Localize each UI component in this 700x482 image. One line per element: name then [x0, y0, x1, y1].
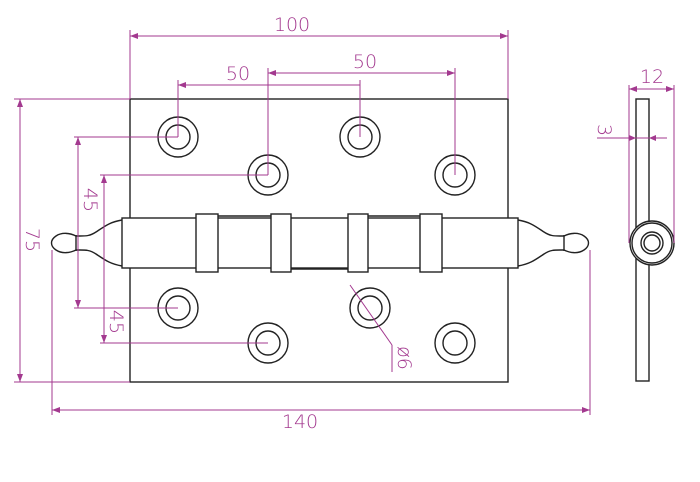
- screw-hole: [349, 287, 391, 329]
- dimension-3: 3: [593, 124, 667, 141]
- hinge-barrel: [121, 217, 519, 269]
- dim-label-12: 12: [640, 66, 664, 88]
- dim-label-50-right: 50: [353, 51, 377, 73]
- dimension-75: 75: [14, 98, 130, 383]
- dim-label-3: 3: [593, 124, 615, 136]
- dim-label-75: 75: [21, 228, 43, 252]
- dimension-100: 100: [129, 14, 509, 99]
- dim-label-diameter: ø6: [393, 346, 415, 370]
- dimension-12: 12: [628, 66, 675, 243]
- finial-left: [50, 219, 123, 267]
- dimension-hole-diameter: ø6: [349, 284, 415, 372]
- dim-label-50-left: 50: [226, 63, 250, 85]
- knuckle-tabs: [195, 213, 443, 273]
- dimension-50-left: 50: [177, 63, 360, 137]
- dim-label-45-lower: 45: [105, 310, 127, 334]
- finial-right: [517, 219, 590, 267]
- front-view: [50, 98, 590, 383]
- side-view: [629, 98, 675, 382]
- dim-label-140: 140: [282, 411, 318, 433]
- screw-hole: [434, 322, 476, 364]
- dim-label-45-upper: 45: [79, 188, 101, 212]
- dimension-45-lower: 45: [100, 174, 268, 344]
- dimension-45-upper: 45: [74, 136, 178, 309]
- dim-label-100: 100: [274, 14, 310, 36]
- dimension-140: 140: [51, 250, 591, 433]
- side-barrel: [629, 220, 675, 266]
- dimension-50-right: 50: [267, 51, 456, 175]
